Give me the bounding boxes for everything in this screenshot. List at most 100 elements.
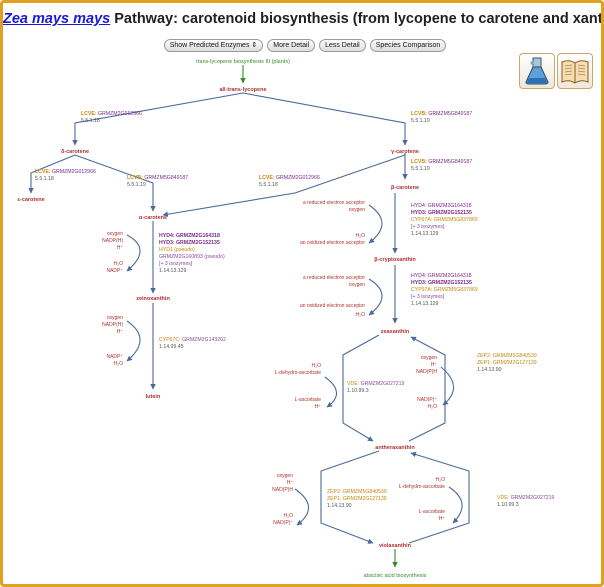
cofactor-oxygen[interactable]: oxygen xyxy=(349,207,365,213)
cofactor-oxidized-acceptor[interactable]: an oxidized electron acceptor xyxy=(300,303,365,309)
compound-violaxanthin[interactable]: violaxanthin xyxy=(379,543,412,549)
compound-beta-cryptoxanthin[interactable]: β-cryptoxanthin xyxy=(374,257,416,263)
cofactor-nadp-plus[interactable]: NAD(P)⁺ xyxy=(273,520,293,526)
species-comparison-button[interactable]: Species Comparison xyxy=(369,39,447,52)
svg-text:ZEP2: GRMZM5G840530: ZEP2: GRMZM5G840530 xyxy=(327,489,387,495)
enzyme-lcvb[interactable]: LCVB: GRMZM5G849187 5.5.1.19 xyxy=(127,175,188,188)
svg-text:VDE: GRMZM2G027219: VDE: GRMZM2G027219 xyxy=(497,495,555,501)
enzyme-vde[interactable]: VDE: GRMZM2G027219 1.10.99.3 xyxy=(497,495,555,508)
cofactor-h[interactable]: H⁺ xyxy=(439,516,446,522)
cofactor-h2o[interactable]: H₂O xyxy=(284,513,294,519)
organism-link[interactable]: Zea mays mays xyxy=(3,11,111,27)
svg-text:HYD3: GRMZM2G152135: HYD3: GRMZM2G152135 xyxy=(411,210,472,216)
enzyme-hyd[interactable]: HYD4: GRMZM2G164318 HYD3: GRMZM2G152135 … xyxy=(411,203,478,237)
cofactor-ascorbate[interactable]: L-ascorbate xyxy=(295,397,322,403)
cofactor-h[interactable]: H⁺ xyxy=(315,404,322,410)
enzyme-lcve[interactable]: LCVE: GRMZM2G012966 5.5.1.18 xyxy=(81,111,142,124)
enzyme-lcve[interactable]: LCVE: GRMZM2G012966 5.5.1.18 xyxy=(35,169,96,182)
enzyme-cyp97c[interactable]: CYP97C: GRMZM2G143202 1.14.99.45 xyxy=(159,337,226,350)
cofactor-reduced-acceptor[interactable]: a reduced electron acceptor xyxy=(303,200,365,206)
svg-text:HYD1 (pseudo): HYD1 (pseudo) xyxy=(159,247,195,253)
cofactor-oxygen[interactable]: oxygen xyxy=(277,473,293,479)
upstream-pathway-link[interactable]: trans-lycopene biosynthesis III (plants) xyxy=(196,59,290,65)
svg-text:1.14.13.90: 1.14.13.90 xyxy=(327,503,352,509)
svg-text:HYD4: GRMZM2G164318: HYD4: GRMZM2G164318 xyxy=(159,233,220,239)
compound-zeaxanthin[interactable]: zeaxanthin xyxy=(381,329,410,335)
cofactor-reduced-acceptor[interactable]: a reduced electron acceptor xyxy=(303,275,365,281)
cofactor-oxygen[interactable]: oxygen xyxy=(107,315,123,321)
enzyme-hyd[interactable]: HYD4: GRMZM2G164318 HYD3: GRMZM2G152135 … xyxy=(159,233,225,274)
svg-text:ZEP1: GRMZM2G127139: ZEP1: GRMZM2G127139 xyxy=(327,496,387,502)
pathway-title: Pathway: carotenoid biosynthesis (from l… xyxy=(114,11,603,27)
downstream-pathway-link[interactable]: abscisic acid biosynthesis xyxy=(364,573,427,579)
cofactor-nadp-plus[interactable]: NAD(P)⁺ xyxy=(417,397,437,403)
cofactor-oxidized-acceptor[interactable]: an oxidized electron acceptor xyxy=(300,240,365,246)
cofactor-nadph[interactable]: NADP(H) xyxy=(102,322,123,328)
cofactor-nadp-h[interactable]: NAD(P)H xyxy=(416,369,437,375)
cofactor-dehydro-ascorbate[interactable]: L-dehydro-ascorbate xyxy=(399,484,445,490)
enzyme-zep[interactable]: ZEP2: GRMZM5G840530 ZEP1: GRMZM2G127139 … xyxy=(327,489,387,509)
cofactor-dehydro-ascorbate[interactable]: L-dehydro-ascorbate xyxy=(275,370,321,376)
cofactor-h[interactable]: H⁺ xyxy=(117,329,124,335)
enzyme-lcvb[interactable]: LCVB: GRMZM5G849187 5.5.1.19 xyxy=(411,111,472,124)
svg-text:ZEP2: GRMZM5G840530: ZEP2: GRMZM5G840530 xyxy=(477,353,537,359)
enzyme-lcvb[interactable]: LCVB: GRMZM5G849187 5.5.1.19 xyxy=(411,159,472,172)
cofactor-ascorbate[interactable]: L-ascorbate xyxy=(419,509,446,515)
svg-text:HYD3: GRMZM2G152135: HYD3: GRMZM2G152135 xyxy=(411,280,472,286)
svg-text:1.14.99.45: 1.14.99.45 xyxy=(159,344,184,350)
enzyme-vde[interactable]: VDE: GRMZM2G027219 1.10.99.3 xyxy=(347,381,405,394)
book-icon[interactable] xyxy=(557,53,593,89)
svg-text:5.5.1.19: 5.5.1.19 xyxy=(411,118,430,124)
compound-antheraxanthin[interactable]: antheraxanthin xyxy=(375,445,415,451)
cofactor-nadp[interactable]: NADP⁺ xyxy=(106,268,123,274)
cofactor-nadp-h[interactable]: NAD(P)H xyxy=(272,487,293,493)
cofactor-oxygen[interactable]: oxygen xyxy=(107,231,123,237)
svg-text:5.5.1.18: 5.5.1.18 xyxy=(35,176,54,182)
compound-zeinoxanthin[interactable]: zeinoxanthin xyxy=(136,296,170,302)
svg-text:LCVB: GRMZM5G849187: LCVB: GRMZM5G849187 xyxy=(411,159,472,165)
compound-beta-carotene[interactable]: β-carotene xyxy=(391,185,419,191)
cofactor-h2o[interactable]: H₂O xyxy=(114,261,124,267)
cofactor-h2o[interactable]: H₂O xyxy=(356,233,366,239)
cofactor-h2o[interactable]: H₂O xyxy=(356,312,366,318)
enzyme-zep[interactable]: ZEP2: GRMZM5G840530 ZEP1: GRMZM2G127139 … xyxy=(477,353,537,373)
compound-gamma-carotene[interactable]: γ-carotene xyxy=(391,149,419,155)
cofactor-oxygen[interactable]: oxygen xyxy=(421,355,437,361)
cofactor-h[interactable]: H⁺ xyxy=(117,245,124,251)
svg-text:1.14.13.129: 1.14.13.129 xyxy=(411,231,439,237)
cofactor-nadp[interactable]: NADP⁺ xyxy=(106,354,123,360)
enzyme-hyd[interactable]: HYD4: GRMZM2G164318 HYD3: GRMZM2G152135 … xyxy=(411,273,478,307)
svg-text:CYP97A: GRMZM5G837869: CYP97A: GRMZM5G837869 xyxy=(411,287,478,293)
show-predicted-label: Show Predicted Enzymes xyxy=(169,42,250,49)
svg-text:CYP97C: GRMZM2G143202: CYP97C: GRMZM2G143202 xyxy=(159,337,226,343)
svg-text:5.5.1.19: 5.5.1.19 xyxy=(127,182,146,188)
svg-text:LCVE: GRMZM2G012966: LCVE: GRMZM2G012966 xyxy=(35,169,96,175)
cofactor-h2o[interactable]: H₂O xyxy=(436,477,446,483)
more-detail-button[interactable]: More Detail xyxy=(267,39,316,52)
flask-icon[interactable] xyxy=(519,53,555,89)
cofactor-h[interactable]: H⁺ xyxy=(287,480,294,486)
cofactor-h2o[interactable]: H₂O xyxy=(114,361,124,367)
cofactor-h2o[interactable]: H₂O xyxy=(312,363,322,369)
show-predicted-enzymes-select[interactable]: Show Predicted Enzymes ⇕ xyxy=(163,39,264,52)
compound-delta-carotene[interactable]: δ-carotene xyxy=(61,149,89,155)
cofactor-oxygen[interactable]: oxygen xyxy=(349,282,365,288)
compound-epsilon-carotene[interactable]: ε-carotene xyxy=(17,197,44,203)
cofactor-h[interactable]: H⁺ xyxy=(431,362,438,368)
button-bar: Show Predicted Enzymes ⇕ More Detail Les… xyxy=(3,39,601,52)
svg-text:LCVB: GRMZM5G849187: LCVB: GRMZM5G849187 xyxy=(411,111,472,117)
pathway-diagram: trans-lycopene biosynthesis III (plants)… xyxy=(17,59,555,579)
select-arrow-icon: ⇕ xyxy=(251,42,258,49)
svg-text:HYD3: GRMZM2G152135: HYD3: GRMZM2G152135 xyxy=(159,240,220,246)
enzyme-lcve[interactable]: LCVE: GRMZM2G012966 5.5.1.18 xyxy=(259,175,320,188)
svg-text:5.5.1.19: 5.5.1.19 xyxy=(411,166,430,172)
cofactor-h2o[interactable]: H₂O xyxy=(428,404,438,410)
compound-lycopene[interactable]: all-trans-lycopene xyxy=(219,87,266,93)
compound-alpha-carotene[interactable]: α-carotene xyxy=(139,215,167,221)
less-detail-button[interactable]: Less Detail xyxy=(319,39,366,52)
svg-text:[+ 3 isozymes]: [+ 3 isozymes] xyxy=(159,261,193,267)
compound-lutein[interactable]: lutein xyxy=(146,394,161,400)
svg-text:[+ 3 isozymes]: [+ 3 isozymes] xyxy=(411,224,445,230)
cofactor-nadph[interactable]: NADP(H) xyxy=(102,238,123,244)
svg-text:ZEP1: GRMZM2G127139: ZEP1: GRMZM2G127139 xyxy=(477,360,537,366)
